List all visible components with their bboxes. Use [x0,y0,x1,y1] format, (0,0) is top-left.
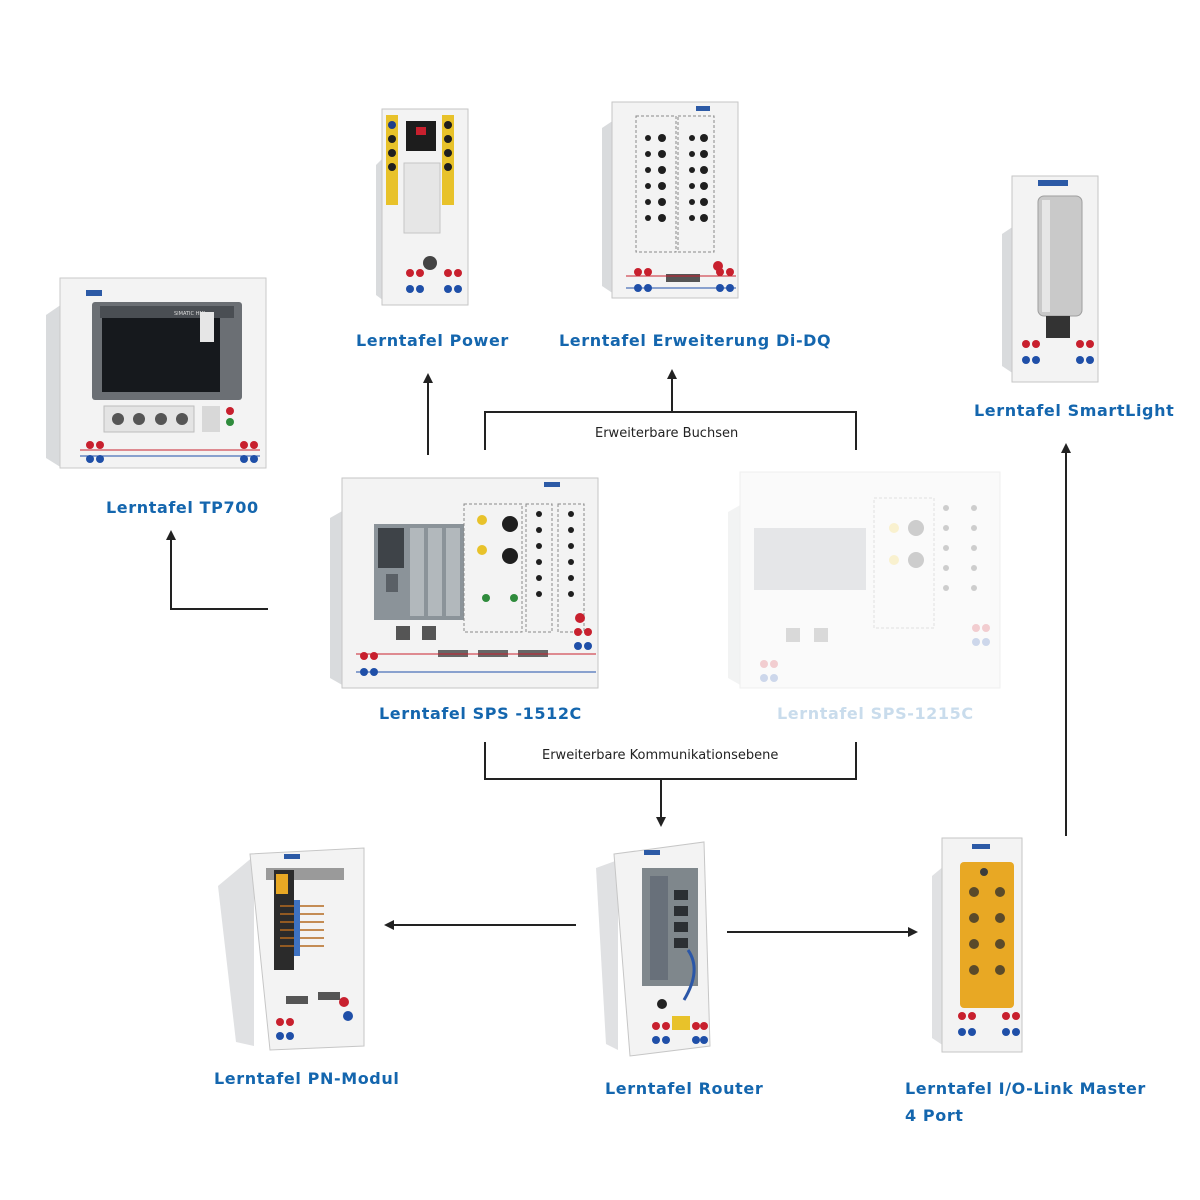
label-smartlight: Lerntafel SmartLight [974,401,1175,420]
di-dq-panel-image [602,101,739,299]
label-pn-modul: Lerntafel PN-Modul [214,1069,400,1088]
label-di-dq: Lerntafel Erweiterung Di-DQ [559,331,832,350]
label-iolink-line2: 4 Port [905,1106,964,1125]
label-sps1512: Lerntafel SPS -1512C [379,704,582,723]
tp700-screen-brand: SIMATIC HMI [174,311,205,317]
router-panel-image [596,841,711,1057]
label-router: Lerntafel Router [605,1079,764,1098]
pn-modul-panel-image [218,847,365,1051]
label-iolink-line1: Lerntafel I/O-Link Master [905,1079,1146,1098]
sps1512-panel-image [330,477,599,689]
bracket-buchsen [484,411,857,450]
label-power: Lerntafel Power [356,331,509,350]
smartlight-panel-image [1002,175,1099,383]
tp700-panel-image: SIMATIC HMI [46,277,267,469]
arrow-to-tp700 [166,530,268,610]
bracket-kommunikation [484,742,857,780]
label-sps1215: Lerntafel SPS-1215C [777,704,974,723]
sps1215-panel-image [728,471,1001,689]
label-tp700: Lerntafel TP700 [106,498,259,517]
note-erweiterbare-kommunikation: Erweiterbare Kommunikationsebene [542,748,779,763]
iolink-panel-image [932,837,1023,1053]
note-erweiterbare-buchsen: Erweiterbare Buchsen [595,426,739,441]
power-panel-image [376,108,469,306]
